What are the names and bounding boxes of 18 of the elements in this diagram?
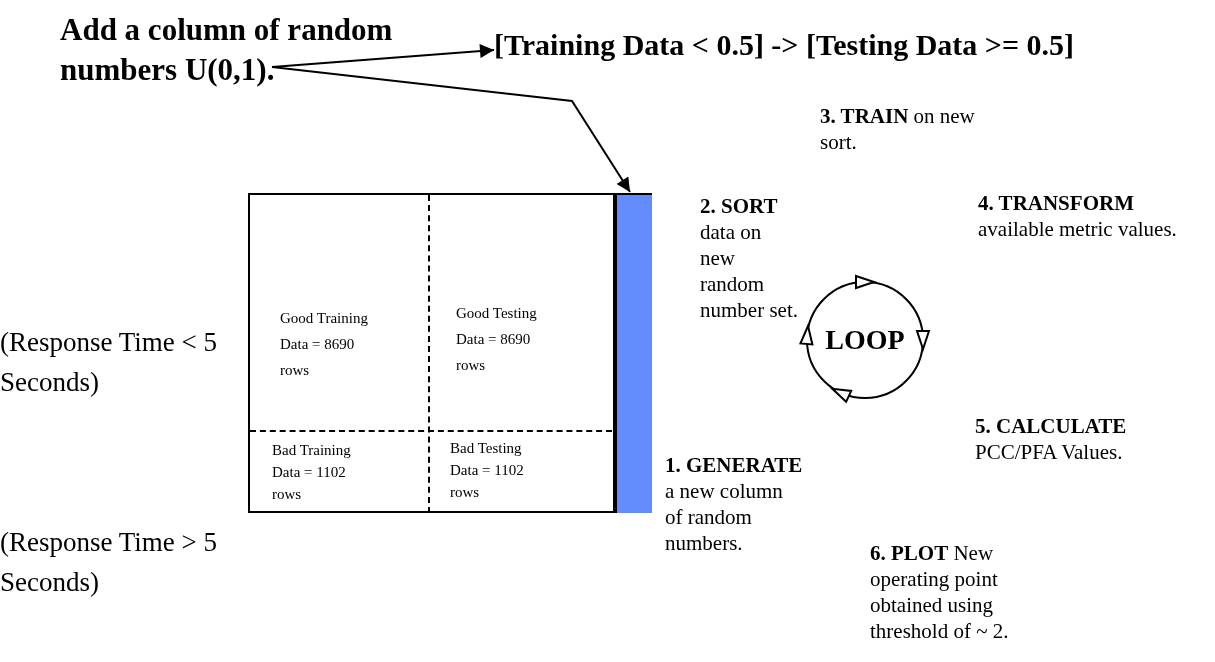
note-text: Add a column of random numbers U(0,1). xyxy=(60,11,394,89)
cell-text: Bad Testing Data = 1102 rows xyxy=(450,439,525,502)
note-text: [Training Data < 0.5] -> [Testing Data >= 0.5] xyxy=(494,28,1075,63)
loop-label: LOOP xyxy=(825,323,905,357)
step-note: 2. SORT data on new random number set. xyxy=(700,193,799,323)
arrow xyxy=(271,66,631,193)
step-note: 3. TRAIN on new sort. xyxy=(820,103,976,155)
step-note: 1. GENERATE a new column of random numbers. xyxy=(665,452,804,556)
step-note: 5. CALCULATE PCC/PFA Values. xyxy=(975,413,1128,465)
step-note: 6. PLOT New operating point obtained using threshold of ~ 2. xyxy=(870,540,1010,644)
step-note: (Response Time > 5 Seconds) xyxy=(0,526,218,599)
data-table xyxy=(248,193,652,513)
cell-text: Good Training Data = 8690 rows xyxy=(280,309,368,380)
random-number-column xyxy=(613,195,652,513)
cell-text: Good Testing Data = 8690 rows xyxy=(456,304,538,375)
step-note: (Response Time < 5 Seconds) xyxy=(0,326,218,399)
cell-text: Bad Training Data = 1102 rows xyxy=(272,441,352,504)
step-note: 4. TRANSFORM available metric values. xyxy=(978,190,1178,242)
